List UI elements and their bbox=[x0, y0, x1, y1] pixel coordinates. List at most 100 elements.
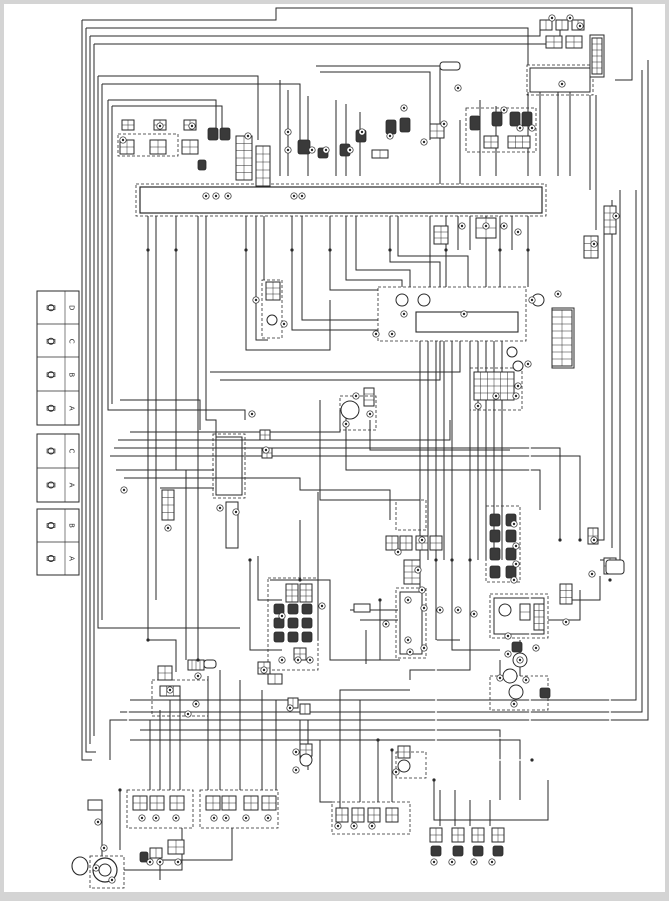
wire-junction bbox=[450, 558, 454, 562]
reference-marker-dot bbox=[360, 130, 364, 134]
reference-marker-dot bbox=[476, 404, 480, 408]
lamp-right bbox=[605, 559, 625, 575]
legend-row-label: C bbox=[68, 449, 76, 454]
reference-marker-dot bbox=[516, 230, 520, 234]
reference-marker-dot bbox=[194, 702, 198, 706]
reference-marker-dot bbox=[204, 194, 208, 198]
sensor-bottom bbox=[139, 851, 149, 863]
connector-group-lower bbox=[395, 499, 427, 531]
lamp-top bbox=[439, 61, 461, 71]
reference-marker-dot bbox=[506, 652, 510, 656]
reference-marker-dot bbox=[324, 148, 328, 152]
wire bbox=[249, 560, 282, 651]
reference-marker-dot bbox=[226, 194, 230, 198]
reference-marker-dot bbox=[460, 224, 464, 228]
wire-junction bbox=[248, 558, 252, 562]
relay-lower bbox=[353, 603, 371, 613]
reference-marker-dot bbox=[214, 194, 218, 198]
reference-marker-dot bbox=[514, 544, 518, 548]
sensor-lower bbox=[505, 547, 517, 561]
sensor-circle bbox=[512, 360, 524, 372]
sensor-lower bbox=[301, 603, 313, 615]
reference-marker-dot bbox=[406, 638, 410, 642]
sensor-lower bbox=[273, 603, 285, 615]
connector-group-lower-right bbox=[485, 505, 521, 583]
reference-marker-dot bbox=[472, 860, 476, 864]
wire bbox=[130, 739, 521, 800]
reference-marker-dot bbox=[514, 562, 518, 566]
reference-marker-dot bbox=[422, 646, 426, 650]
wire-white bbox=[380, 580, 611, 739]
wire bbox=[147, 250, 177, 672]
reference-marker-dot bbox=[564, 620, 568, 624]
sensor-top bbox=[509, 111, 521, 127]
wire bbox=[85, 28, 96, 753]
sensor-circle bbox=[397, 759, 411, 773]
wire bbox=[86, 27, 529, 65]
reference-marker-dot bbox=[462, 312, 466, 316]
wire bbox=[205, 250, 217, 437]
reference-marker-dot bbox=[456, 608, 460, 612]
legend-panel-2 bbox=[36, 433, 80, 503]
lamp-left bbox=[203, 659, 217, 669]
wire bbox=[451, 560, 500, 651]
reference-marker-dot bbox=[534, 646, 538, 650]
reference-marker-dot bbox=[96, 820, 100, 824]
wire bbox=[409, 560, 471, 680]
wire bbox=[245, 250, 331, 351]
wire-junction bbox=[526, 248, 530, 252]
wire-junction bbox=[146, 638, 150, 642]
connector-group-grid bbox=[469, 367, 523, 411]
sensor-circle bbox=[502, 668, 518, 684]
wire bbox=[102, 83, 301, 140]
reference-marker-dot bbox=[168, 688, 172, 692]
reference-marker-dot bbox=[388, 134, 392, 138]
legend-row-label: A bbox=[68, 556, 76, 561]
reference-marker-dot bbox=[352, 824, 356, 828]
reference-marker-dot bbox=[556, 292, 560, 296]
wire bbox=[319, 400, 420, 501]
wire-junction bbox=[376, 738, 380, 742]
wire-junction bbox=[196, 658, 200, 662]
wire-junction bbox=[432, 778, 436, 782]
wire bbox=[118, 420, 451, 441]
sensor-top bbox=[469, 115, 481, 131]
legend-row-label: C bbox=[68, 339, 76, 344]
wire bbox=[329, 250, 378, 291]
reference-marker-dot bbox=[224, 816, 228, 820]
wire bbox=[255, 250, 268, 341]
sensor-lower bbox=[489, 547, 501, 561]
wire bbox=[120, 70, 643, 713]
reference-marker-dot bbox=[246, 134, 250, 138]
reference-marker-dot bbox=[578, 24, 582, 28]
reference-marker-dot bbox=[514, 394, 518, 398]
wire-junction bbox=[444, 248, 448, 252]
reference-marker-dot bbox=[190, 124, 194, 128]
reference-marker-dot bbox=[250, 412, 254, 416]
switch-body bbox=[46, 448, 56, 454]
wire bbox=[98, 75, 259, 140]
reference-marker-dot bbox=[438, 608, 442, 612]
reference-marker-dot bbox=[526, 362, 530, 366]
wire-junction bbox=[378, 598, 382, 602]
reference-marker-dot bbox=[422, 606, 426, 610]
reference-marker-dot bbox=[286, 148, 290, 152]
reference-marker-dot bbox=[384, 622, 388, 626]
reference-marker-dot bbox=[310, 148, 314, 152]
sensor-lower bbox=[489, 513, 501, 527]
switch-body bbox=[46, 556, 56, 561]
battery-starter bbox=[71, 799, 125, 889]
reference-marker-dot bbox=[234, 510, 238, 514]
reference-marker-dot bbox=[396, 550, 400, 554]
reference-marker-dot bbox=[456, 86, 460, 90]
wire-junction bbox=[328, 248, 332, 252]
reference-marker-dot bbox=[121, 138, 125, 142]
sensor-lower bbox=[273, 631, 285, 643]
wire-junction bbox=[558, 538, 562, 542]
sensor-lower bbox=[287, 631, 299, 643]
wire bbox=[301, 250, 378, 321]
wire bbox=[389, 250, 441, 287]
sensor-lower bbox=[287, 617, 299, 629]
